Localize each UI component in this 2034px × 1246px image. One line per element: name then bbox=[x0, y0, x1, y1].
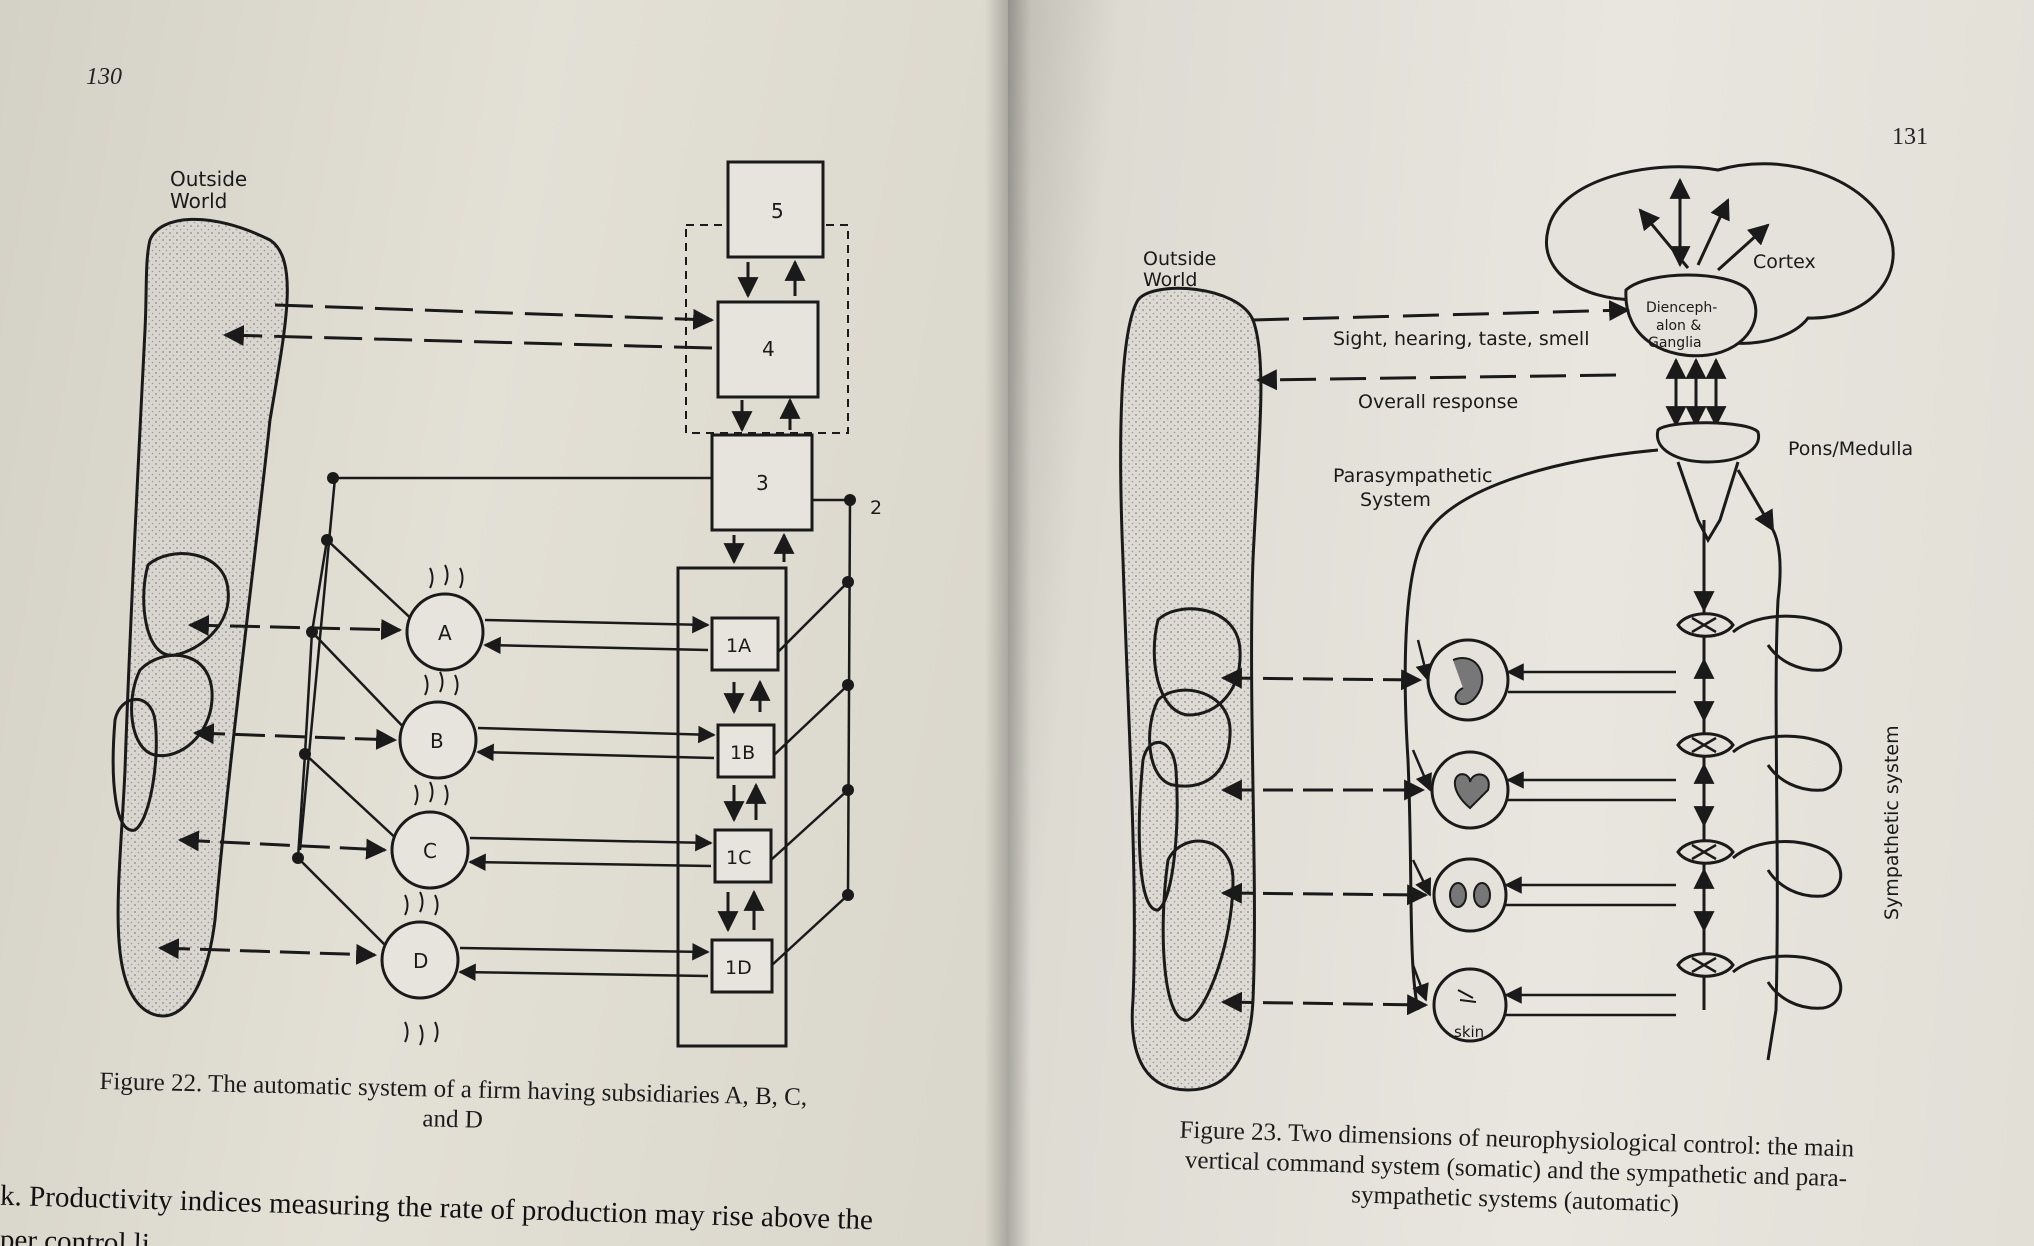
outside-world-shape bbox=[116, 217, 289, 1018]
level-5-box bbox=[726, 160, 825, 259]
spinal-segment-2 bbox=[1676, 732, 1735, 758]
arrow-world-to-level4 bbox=[274, 303, 715, 330]
control-column bbox=[676, 566, 788, 1048]
organ-stomach bbox=[1426, 638, 1510, 722]
skin-label: skin bbox=[1454, 1023, 1484, 1041]
diencephalon-label-2: alon & bbox=[1656, 318, 1701, 334]
control-1c-box bbox=[713, 828, 773, 884]
subsidiary-a-label: A bbox=[438, 621, 452, 645]
page-number-130: 130 bbox=[86, 64, 122, 90]
cortex-label: Cortex bbox=[1753, 251, 1816, 273]
outside-world-label-2: World bbox=[1143, 269, 1197, 291]
senses-label: Sight, hearing, taste, smell bbox=[1333, 328, 1589, 350]
control-1b-box bbox=[716, 723, 776, 779]
page-number-131: 131 bbox=[1892, 124, 1928, 150]
sympathetic-label: Sympathetic system bbox=[1881, 725, 1903, 920]
level-3-box bbox=[710, 433, 814, 532]
right-page: 131 Outside World Cortex Dienceph- alon … bbox=[1008, 0, 2034, 1246]
parasympathetic-path bbox=[1403, 448, 1659, 1011]
level-5-label: 5 bbox=[771, 199, 784, 223]
book-gutter bbox=[985, 0, 1031, 1246]
pons-shape bbox=[1655, 421, 1761, 464]
diencephalon-label-3: Ganglia bbox=[1648, 335, 1702, 351]
subsidiary-c-label: C bbox=[423, 839, 437, 863]
organ-heart bbox=[1430, 750, 1510, 830]
control-1c-label: 1C bbox=[726, 847, 751, 869]
level-4-label: 4 bbox=[762, 337, 775, 361]
level-3-label: 3 bbox=[756, 471, 769, 495]
arrow-level4-to-world bbox=[222, 325, 713, 350]
outside-world-label-2: World bbox=[170, 189, 227, 213]
control-1d-box bbox=[710, 938, 774, 994]
response-label: Overall response bbox=[1358, 391, 1518, 413]
spinal-segment-4 bbox=[1676, 952, 1735, 978]
outside-world-label-1: Outside bbox=[170, 167, 247, 191]
subsidiary-d: D bbox=[380, 891, 460, 1046]
subsidiary-b-label: B bbox=[430, 729, 444, 753]
arrow-response bbox=[1255, 369, 1617, 391]
subsidiary-b: B bbox=[398, 671, 478, 780]
outside-world-label-1: Outside bbox=[1143, 248, 1216, 270]
subsidiary-c: C bbox=[390, 781, 470, 890]
parasympathetic-label-2: System bbox=[1360, 489, 1431, 511]
control-1a-label: 1A bbox=[726, 635, 751, 657]
level-4-box bbox=[716, 300, 820, 399]
body-text-line-2: per control li bbox=[0, 1223, 151, 1246]
left-page: 130 Outside World 5 4 3 bbox=[0, 0, 1008, 1246]
organ-skin: skin bbox=[1432, 967, 1508, 1043]
subsidiary-d-label: D bbox=[413, 949, 428, 973]
pons-label: Pons/Medulla bbox=[1788, 438, 1913, 460]
diencephalon-label-1: Dienceph- bbox=[1646, 300, 1717, 316]
control-1d-label: 1D bbox=[725, 957, 752, 979]
channel-2-label: 2 bbox=[870, 497, 882, 519]
diencephalon-shape bbox=[1624, 273, 1758, 358]
parasympathetic-label-1: Parasympathetic bbox=[1333, 465, 1492, 487]
spinal-segment-3 bbox=[1676, 839, 1735, 865]
control-1a-box bbox=[710, 616, 780, 672]
subsidiary-a: A bbox=[405, 564, 485, 672]
figure-22-diagram: Outside World 5 4 3 1A 1B 1C 1D bbox=[111, 160, 882, 1048]
arrow-senses bbox=[1252, 300, 1631, 322]
sympathetic-chain bbox=[1766, 529, 1782, 1061]
figure-23-diagram: Outside World Cortex Dienceph- alon & Ga… bbox=[1119, 162, 1913, 1092]
spinal-segment-1 bbox=[1676, 612, 1735, 638]
organ-kidneys bbox=[1432, 857, 1508, 933]
control-1b-label: 1B bbox=[730, 742, 755, 764]
